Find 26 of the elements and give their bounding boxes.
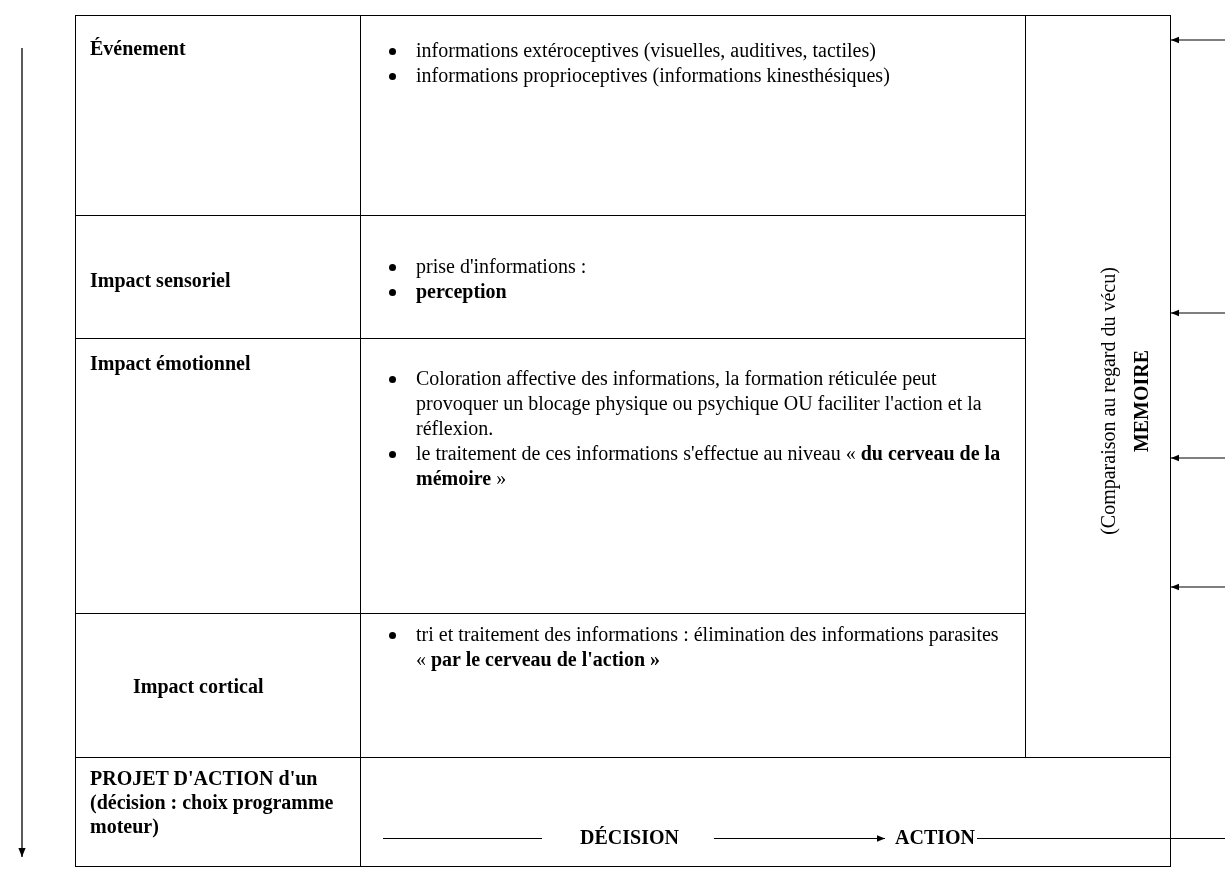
arrow [1170,454,1226,462]
step-label: DÉCISION [580,826,679,849]
column-heading: MEMOIRE [1129,349,1153,453]
bullet-item: tri et traitement des informations : élimination des informations parasites « par le cerveau de l'action » [416,623,999,670]
bullet-item: prise d'informations : [416,255,587,277]
table-cell [1025,15,1171,758]
step-label: ACTION [895,826,975,849]
arrow [1170,583,1226,591]
bullet-item: informations proprioceptives (informations kinesthésiques) [416,64,890,86]
table-cell [75,15,361,216]
row-heading: PROJET D'ACTION d'un (décision : choix programme moteur) [90,766,335,838]
table-cell [75,757,361,867]
arrow [1170,36,1226,44]
arrow [1170,309,1226,317]
bullet-item: le traitement de ces informations s'effectue au niveau « du cerveau de la mémoire » [416,442,1001,489]
bullet-item: Coloration affective des informations, la formation réticulée peut provoquer un blocage physique ou psychique OU faciliter l'action et la réflexion. [416,367,982,439]
column-subheading: (Comparaison au regard du vécu) [1096,267,1120,535]
bullet-item: informations extéroceptives (visuelles, auditives, tactiles) [416,39,876,61]
row-heading: Impact émotionnel [90,351,252,375]
bullet-item: perception [416,280,507,302]
connector-line [382,837,543,840]
row-heading: Impact sensoriel [90,268,232,292]
row-heading: Événement [90,36,187,60]
connector-line [976,837,1226,840]
arrow [713,835,886,842]
row-heading: Impact cortical [133,674,265,698]
